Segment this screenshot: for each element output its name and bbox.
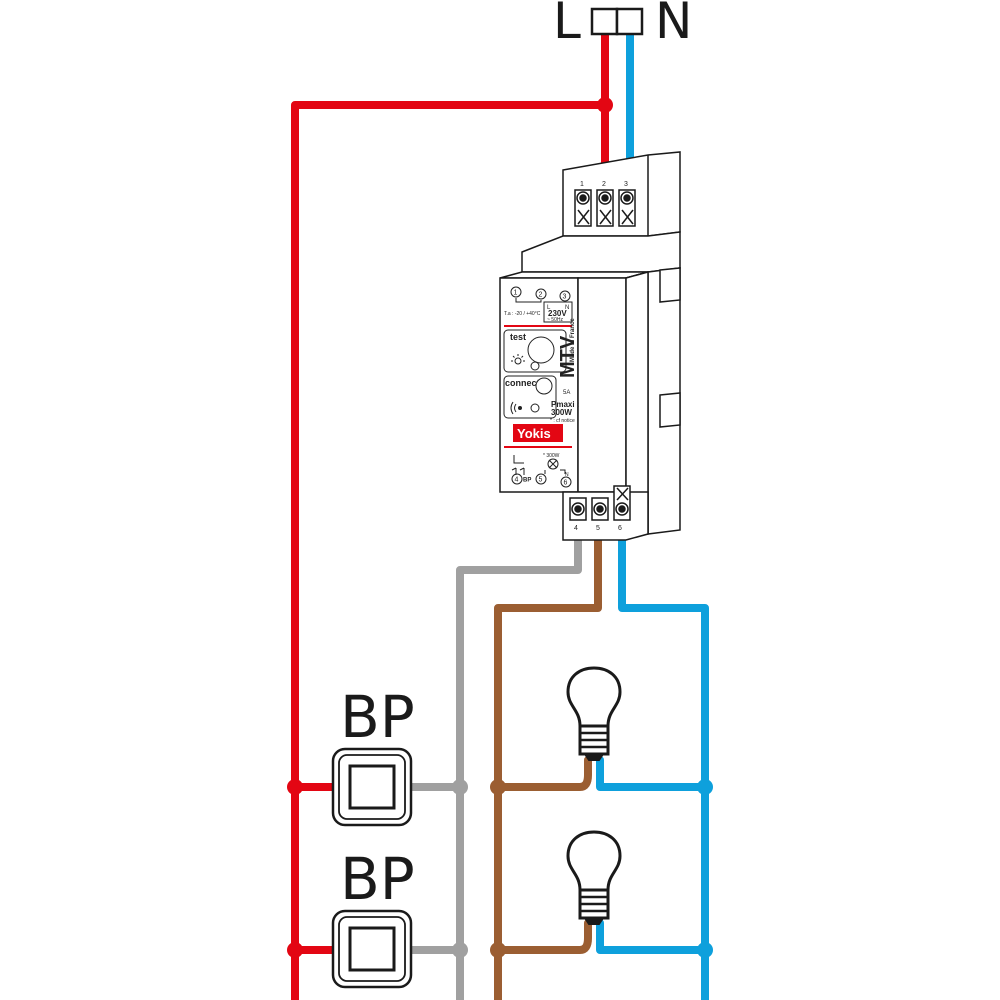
brand-name: Yokis [517, 426, 551, 441]
lamp-symbol-icon [511, 354, 525, 365]
brand-badge [513, 424, 563, 442]
bottom-terminal-number: 5 [596, 525, 600, 532]
voltage-rating: 230V [548, 309, 567, 318]
mtv-module: 1 2 3 4 5 6 [499, 151, 681, 541]
push-button-label: BP [340, 845, 415, 913]
face-number: 4 [515, 477, 519, 484]
connect-button-area [503, 375, 557, 419]
junctions [287, 97, 713, 958]
test-button [527, 336, 555, 364]
frequency-rating: ~ 50Hz [547, 317, 563, 323]
junction-dot [490, 942, 506, 958]
test-label: test [510, 332, 526, 342]
supply-terminal-block [615, 7, 644, 36]
test-button-area [503, 329, 567, 373]
supply-terminal: L N [553, 0, 692, 50]
push-button-label: BP [340, 683, 415, 751]
module-step [521, 231, 681, 273]
junction-dot [452, 942, 468, 958]
n-mark: N [565, 472, 569, 478]
model-name: MTV [557, 335, 579, 378]
junction-dot [452, 779, 468, 795]
face-number: 3 [563, 294, 567, 301]
load-wire-lamp2 [494, 919, 592, 954]
neutral-label: N [655, 0, 692, 50]
face-number: 2 [539, 292, 543, 299]
load-rating: * 300W [543, 453, 560, 459]
bottom-terminal-number: 4 [574, 525, 578, 532]
line-label: L [553, 0, 581, 50]
module-front-side [577, 277, 627, 493]
junction-dot [287, 942, 303, 958]
neutral-wire-lamp1 [596, 756, 709, 791]
push-button-1: BP [331, 683, 415, 827]
pmax-label: Pmaxi : [551, 400, 579, 409]
bp-mark: BP [523, 478, 531, 484]
neutral-wire-out [618, 531, 709, 1000]
connect-button [535, 377, 553, 395]
module-side-rail [659, 392, 681, 428]
radio-signal-icon [510, 401, 522, 415]
supply-mark-l: L [547, 305, 551, 311]
junction-dot [697, 942, 713, 958]
bottom-terminal-number: 6 [618, 525, 622, 532]
junction-dot [287, 779, 303, 795]
load-wire-lamp1 [494, 756, 592, 791]
supply-mark-n: N [565, 305, 569, 311]
face-number: 1 [514, 290, 518, 297]
bulb-icon [566, 830, 622, 925]
face-number: 6 [564, 480, 568, 487]
top-terminal-screws [574, 189, 636, 227]
push-button-icon [331, 747, 413, 827]
wires [291, 26, 709, 1000]
module-face-print: 1 2 3 T.a : -20 / +40°C L N 230V ~ 50Hz … [503, 286, 579, 488]
top-terminal-number: 3 [624, 181, 628, 188]
push-button-2: BP [331, 845, 415, 989]
supply-terminal-block [590, 7, 619, 36]
lamp-symbol-icon [547, 458, 559, 470]
line-wire-main [291, 101, 609, 1000]
pmax-value: 300W [551, 408, 572, 417]
bottom-terminal-screws [569, 485, 631, 521]
neutral-wire-lamp2 [596, 919, 709, 954]
temperature-range: T.a : -20 / +40°C [504, 311, 541, 317]
junction-dot [597, 97, 613, 113]
module-top-face [499, 271, 649, 279]
junction-dot [490, 779, 506, 795]
made-in-label: Made in France [570, 318, 576, 362]
top-terminal-number: 2 [602, 181, 606, 188]
pmax-note: * : cf notice [550, 418, 575, 424]
load-wire-main [494, 531, 602, 1000]
fuse-rating: 5A [563, 390, 570, 396]
push-button-icon [331, 909, 413, 989]
top-terminal-number: 1 [580, 181, 584, 188]
junction-dot [697, 779, 713, 795]
bulb-icon [566, 666, 622, 761]
module-side-rail [659, 267, 681, 303]
connect-label: connect [505, 378, 540, 388]
face-number: 5 [539, 477, 543, 484]
